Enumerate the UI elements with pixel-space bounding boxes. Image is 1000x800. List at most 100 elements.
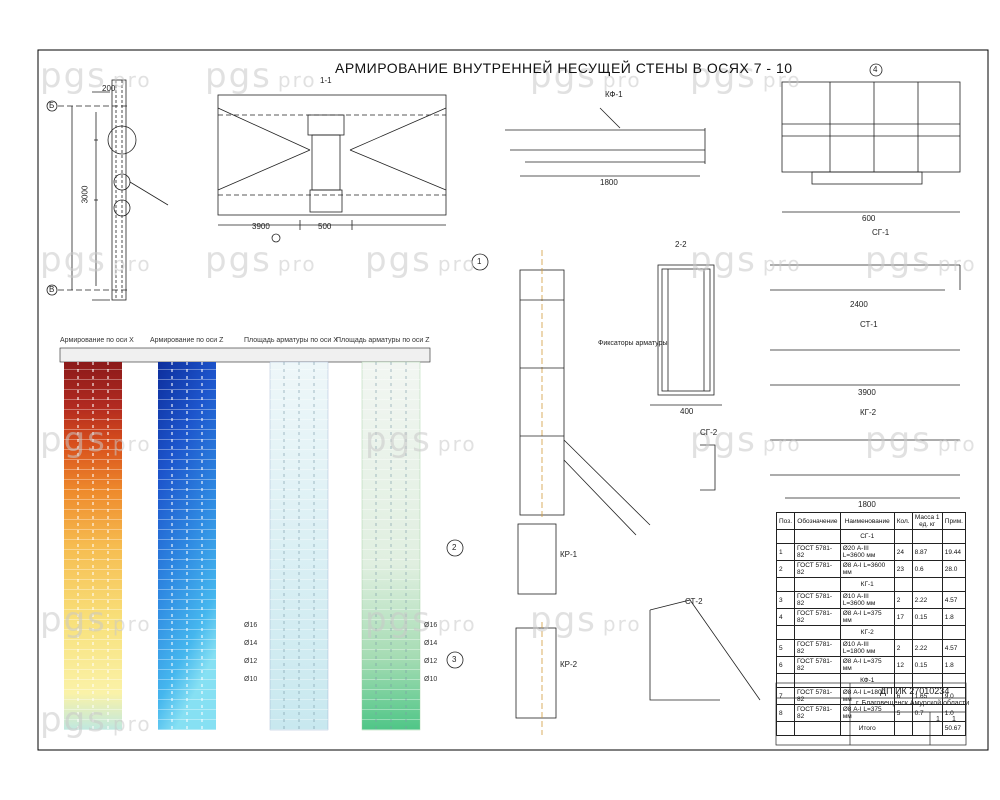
spec-cell <box>941 529 967 544</box>
spec-cell <box>794 625 841 640</box>
dimension: 3900 <box>252 222 270 231</box>
bar-schedule-sketches <box>770 264 961 499</box>
spec-cell <box>911 529 943 544</box>
sheet-number: 1 <box>936 716 940 723</box>
drawing-place: г. Благовещенск Амурской области <box>856 700 970 707</box>
spec-cell: 23 <box>893 560 913 578</box>
reinforcement-maps <box>64 361 421 731</box>
map-caption: Площадь арматуры по оси X <box>244 337 338 344</box>
section-label: КФ-1 <box>605 90 623 99</box>
spec-header-cell: Прим. <box>941 512 967 530</box>
spec-cell: 8 <box>776 704 795 722</box>
spec-cell <box>776 721 795 736</box>
spec-cell: КГ-2 <box>839 625 895 640</box>
section-2-2-view <box>650 264 722 406</box>
dimension: 600 <box>862 214 876 223</box>
spec-cell: СГ-1 <box>839 529 895 544</box>
sheet-count: 1 <box>952 716 956 723</box>
spec-cell: ГОСТ 5781-82 <box>794 608 841 626</box>
sheet-title: АРМИРОВАНИЕ ВНУТРЕННЕЙ НЕСУЩЕЙ СТЕНЫ В О… <box>335 60 793 76</box>
spec-cell <box>893 529 913 544</box>
section-label: 2-2 <box>675 240 687 249</box>
spec-cell: Ø20 А-III L=3600 мм <box>839 543 895 561</box>
spec-cell <box>941 625 967 640</box>
spec-cell: 1 <box>776 543 795 561</box>
spec-cell: 28.0 <box>941 560 967 578</box>
spec-header-cell: Обозначение <box>794 512 841 530</box>
column-vertical-section <box>515 250 651 735</box>
spec-cell: ГОСТ 5781-82 <box>794 591 841 609</box>
spec-header-cell: Кол. <box>893 512 913 530</box>
section-label: КР-2 <box>560 660 578 669</box>
diameter-label: Ø12 <box>244 658 258 665</box>
spec-cell: 2 <box>893 591 913 609</box>
maps-header-bar <box>59 347 431 363</box>
diameter-label: Ø14 <box>424 640 438 647</box>
spec-header-cell: Наименование <box>839 512 895 530</box>
bracket-and-st2 <box>649 444 761 701</box>
spec-cell: Итого <box>839 721 895 736</box>
spec-cell <box>893 721 913 736</box>
dimension: 3000 <box>80 185 90 204</box>
spec-cell: 6 <box>776 656 795 674</box>
spec-cell <box>794 721 841 736</box>
spec-header-row: Поз. Обозначение Наименование Кол. Масса… <box>776 512 967 530</box>
map-caption: Армирование по оси Z <box>150 337 224 344</box>
detail-markers <box>446 253 489 669</box>
sheet-frame <box>37 49 989 751</box>
spec-cell: Ø8 А-I L=375 мм <box>839 608 895 626</box>
spec-cell: 17 <box>893 608 913 626</box>
spec-cell: 2 <box>893 639 913 657</box>
spec-cell: 7 <box>776 687 795 705</box>
diameter-label: Ø12 <box>424 658 438 665</box>
spec-cell: 24 <box>893 543 913 561</box>
dimension: 1800 <box>858 500 876 509</box>
drawing-code: ДП ИК 27010234 <box>880 686 950 696</box>
spec-cell: 0.6 <box>911 560 943 578</box>
spec-cell: 5 <box>776 639 795 657</box>
spec-cell: 19.44 <box>941 543 967 561</box>
spec-cell <box>893 577 913 592</box>
spec-cell: ГОСТ 5781-82 <box>794 704 841 722</box>
beam-elevation <box>505 107 706 177</box>
spec-cell <box>776 577 795 592</box>
spec-cell: 0.15 <box>911 656 943 674</box>
dimension: 500 <box>318 222 332 231</box>
dimension: 2400 <box>850 300 868 309</box>
spec-cell: ГОСТ 5781-82 <box>794 543 841 561</box>
diameter-label: Ø16 <box>244 622 258 629</box>
spec-cell <box>941 577 967 592</box>
spec-cell: 4.57 <box>941 591 967 609</box>
detail-marker-1: 1 <box>477 257 482 266</box>
spec-cell: ГОСТ 5781-82 <box>794 656 841 674</box>
spec-cell: 4.57 <box>941 639 967 657</box>
spec-cell: 2 <box>776 560 795 578</box>
spec-cell: 50.67 <box>941 721 967 736</box>
section-label: СТ-1 <box>860 320 878 329</box>
dimension: 400 <box>680 407 694 416</box>
spec-row: Итого 50.67 <box>776 721 967 736</box>
spec-cell <box>794 673 841 688</box>
spec-cell: ГОСТ 5781-82 <box>794 687 841 705</box>
section-label: КР-1 <box>560 550 578 559</box>
spec-cell: 1.8 <box>941 608 967 626</box>
wall-section-view <box>46 79 169 301</box>
spec-cell <box>776 673 795 688</box>
diameter-label: Ø16 <box>424 622 438 629</box>
spec-cell: КГ-1 <box>839 577 895 592</box>
detail-marker-3: 3 <box>452 655 457 664</box>
spec-cell: 1.8 <box>941 656 967 674</box>
specification-table: Поз. Обозначение Наименование Кол. Масса… <box>776 512 967 736</box>
map-caption: Армирование по оси X <box>60 337 134 344</box>
spec-cell: Ø10 А-III L=3600 мм <box>839 591 895 609</box>
spec-row: КФ-1 <box>776 673 967 688</box>
section-1-1-view <box>217 94 447 243</box>
